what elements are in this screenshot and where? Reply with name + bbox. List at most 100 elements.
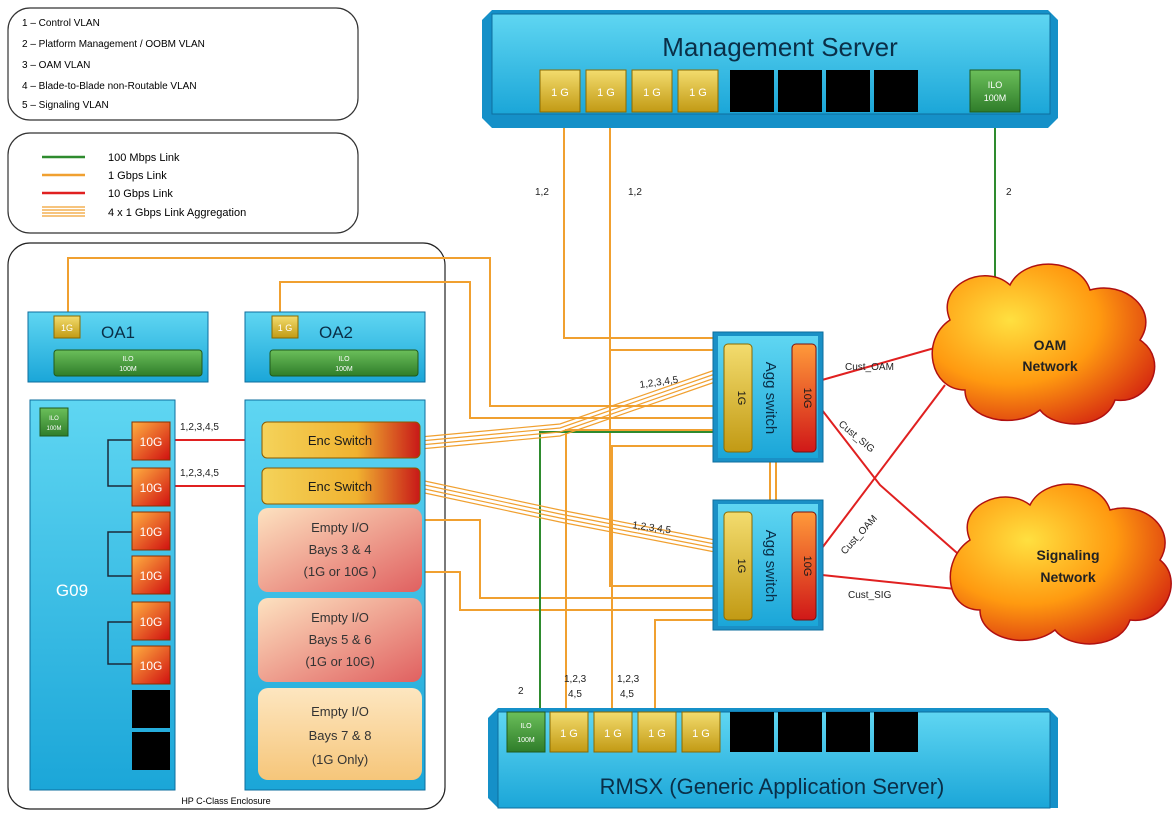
port-label: 1 G xyxy=(648,728,666,740)
link-label: 1,2 xyxy=(628,187,642,198)
link-label: 1,2,3,4,5 xyxy=(632,520,673,536)
bay-text: Empty I/O xyxy=(311,610,369,625)
link-rmsx-2 xyxy=(611,445,715,710)
rmsx-server: RMSX (Generic Application Server) ILO 10… xyxy=(488,708,1058,809)
agg-bundle-bottom xyxy=(419,479,716,553)
mgmt-1g-port xyxy=(539,69,581,113)
port-label: 1 G xyxy=(604,728,622,740)
empty-port xyxy=(874,70,918,112)
agg-1g-port xyxy=(723,343,753,453)
link-ilo-rmsx xyxy=(539,431,715,710)
link-oa1 xyxy=(67,257,715,407)
bay-text: (1G or 10G) xyxy=(305,654,374,669)
link-bay xyxy=(425,571,715,611)
agg-port-label: 1G xyxy=(735,559,747,574)
link-label: 2 xyxy=(1006,187,1012,198)
rmsx-1g-port xyxy=(593,711,633,753)
link-rmsx-3 xyxy=(654,619,715,710)
oam-network-cloud: OAM Network xyxy=(931,263,1156,425)
ilo-speed: 100M xyxy=(517,737,535,744)
ilo-speed: 100M xyxy=(119,366,137,373)
oa2-label: OA2 xyxy=(319,323,353,342)
ilo-port xyxy=(39,407,69,437)
blade-10g-port xyxy=(131,467,171,507)
agg-switch-label: Agg switch xyxy=(762,530,779,603)
legend-link-label: 100 Mbps Link xyxy=(108,152,180,164)
link-label: 4,5 xyxy=(620,689,634,700)
link-label: 1,2,3,4,5 xyxy=(180,422,219,433)
empty-port xyxy=(778,712,822,752)
rmsx-title: RMSX (Generic Application Server) xyxy=(600,774,945,799)
bay-text: Bays 7 & 8 xyxy=(309,728,372,743)
agg-port-label: 10G xyxy=(801,388,813,409)
empty-bay-7-8 xyxy=(258,688,422,780)
agg-10g-port xyxy=(791,343,817,453)
ilo-label: ILO xyxy=(520,723,532,730)
link-oa2 xyxy=(279,281,715,419)
agg-switch-label: Agg switch xyxy=(762,362,779,435)
link-cust-oam-1 xyxy=(821,344,946,381)
port-label: 1 G xyxy=(551,87,569,99)
ilo-speed: 100M xyxy=(46,426,61,432)
empty-port xyxy=(132,690,170,728)
agg-port-label: 10G xyxy=(801,556,813,577)
empty-bay-5-6 xyxy=(258,598,422,682)
mgmt-1g-port xyxy=(585,69,627,113)
empty-port xyxy=(730,70,774,112)
link-label: 1,2,3 xyxy=(564,674,587,685)
link-label: 1,2 xyxy=(535,187,549,198)
bay-text: (1G or 10G ) xyxy=(304,564,377,579)
io-bays: Enc Switch Enc Switch Empty I/O Bays 3 &… xyxy=(244,399,426,791)
enc-switch xyxy=(261,421,421,459)
ilo-label: ILO xyxy=(122,356,134,363)
empty-port xyxy=(730,712,774,752)
oa1-label: OA1 xyxy=(101,323,135,342)
legend-agg-swatch xyxy=(42,206,85,217)
oa1-port xyxy=(53,315,81,339)
blade-10g-port xyxy=(131,555,171,595)
cloud-label: Network xyxy=(1040,569,1095,585)
port-label: 10G xyxy=(140,569,163,583)
oa2-port-label: 1 G xyxy=(278,323,293,333)
port-label: 1 G xyxy=(643,87,661,99)
blade-10g-port xyxy=(131,601,171,641)
port-label: 1 G xyxy=(560,728,578,740)
ilo-port xyxy=(969,69,1021,113)
link-label: 1,2,3,4,5 xyxy=(639,375,680,391)
oa2: 1 G OA2 ILO 100M xyxy=(244,311,426,383)
enc-switch-label: Enc Switch xyxy=(308,433,372,448)
agg-switch-2: 1G Agg switch 10G xyxy=(712,499,824,631)
link-label: 2 xyxy=(518,686,524,697)
signaling-network-cloud: Signaling Network xyxy=(949,483,1172,645)
empty-port xyxy=(132,732,170,770)
cloud-label: Network xyxy=(1022,358,1077,374)
enclosure-caption: HP C-Class Enclosure xyxy=(181,796,270,806)
ilo-port xyxy=(506,711,546,753)
link-label: 4,5 xyxy=(568,689,582,700)
vlan-legend-item: 1 – Control VLAN xyxy=(22,18,100,29)
vlan-legend-item: 5 – Signaling VLAN xyxy=(22,100,109,111)
mgmt-1g-port xyxy=(631,69,673,113)
rmsx-1g-port xyxy=(637,711,677,753)
port-label: 1 G xyxy=(597,87,615,99)
link-label: Cust_OAM xyxy=(845,362,894,373)
agg-port-label: 1G xyxy=(735,391,747,406)
bay-text: Bays 5 & 6 xyxy=(309,632,372,647)
blade-10g-port xyxy=(131,511,171,551)
port-label: 10G xyxy=(140,435,163,449)
link-label: Cust_OAM xyxy=(839,513,880,557)
rmsx-1g-port xyxy=(549,711,589,753)
link-cust-sig-1 xyxy=(821,409,966,561)
ilo-speed: 100M xyxy=(984,93,1007,103)
link-label: 1,2,3 xyxy=(617,674,640,685)
oa1-port-label: 1G xyxy=(61,323,73,333)
empty-port xyxy=(826,70,870,112)
agg-1g-port xyxy=(723,511,753,621)
oa1: 1G OA1 ILO 100M xyxy=(27,311,209,383)
enc-switch xyxy=(261,467,421,505)
link-mgmt-1 xyxy=(563,110,715,339)
bay-text: Empty I/O xyxy=(311,520,369,535)
rmsx-1g-port xyxy=(681,711,721,753)
